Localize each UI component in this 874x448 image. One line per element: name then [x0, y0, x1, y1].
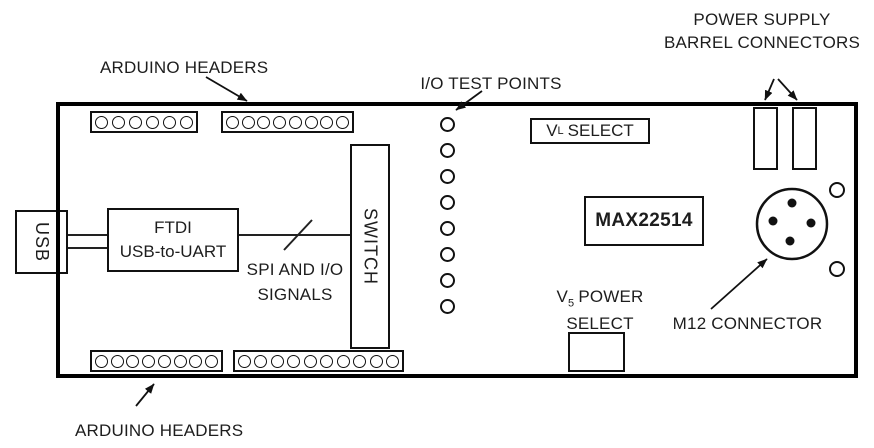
usb-ftdi-wire-bottom	[68, 247, 107, 249]
pin-circle	[241, 115, 255, 129]
spi-bus-wire	[239, 234, 350, 236]
pin-circle	[440, 117, 455, 132]
pin-circle	[110, 354, 124, 368]
pin-circle	[385, 354, 399, 368]
pin-circle	[440, 169, 455, 184]
pin-circle	[440, 299, 455, 314]
pin-circle	[157, 354, 171, 368]
ftdi-line2: USB-to-UART	[119, 242, 227, 261]
pin-circle	[369, 354, 383, 368]
arrow-barrel-left-icon	[764, 78, 775, 101]
mounting-hole-bottom	[829, 261, 845, 277]
m12-pin	[787, 198, 797, 208]
arduino-header-bottom-left	[90, 350, 223, 372]
arrow-barrel-right-icon	[777, 78, 798, 101]
spi-signals-label: SPI AND I/O SIGNALS	[246, 260, 344, 304]
pin-circle	[204, 354, 218, 368]
pin-circle	[257, 115, 271, 129]
pin-circle	[146, 115, 159, 129]
pin-circle	[440, 273, 455, 288]
ftdi-block: FTDI USB-to-UART	[107, 208, 239, 272]
pin-circle	[353, 354, 367, 368]
pin-circle	[95, 115, 108, 129]
usb-label: USB	[32, 221, 52, 262]
power-supply-label: POWER SUPPLY BARREL CONNECTORS	[663, 10, 861, 52]
pin-circle	[440, 221, 455, 236]
pin-circle	[189, 354, 203, 368]
part-number: MAX22514	[595, 210, 693, 231]
m12-pin	[768, 216, 778, 226]
arduino-header-bottom-right	[233, 350, 404, 372]
m12-pin	[806, 218, 816, 228]
pin-circle	[273, 115, 287, 129]
mounting-hole-top	[829, 182, 845, 198]
pin-circle	[320, 354, 334, 368]
m12-connector-circle	[755, 187, 829, 261]
pin-circle	[226, 115, 239, 129]
pin-circle	[303, 354, 317, 368]
pin-circle	[254, 354, 268, 368]
switch-block: SWITCH	[350, 144, 390, 349]
io-test-points-label: I/O TEST POINTS	[420, 74, 562, 93]
pin-circle	[238, 354, 251, 368]
pin-circle	[440, 247, 455, 262]
arduino-headers-bottom-label: ARDUINO HEADERS	[75, 421, 244, 440]
arduino-header-top-left	[90, 111, 198, 133]
pin-circle	[440, 195, 455, 210]
m12-connector-label: M12 CONNECTOR	[672, 314, 823, 333]
pin-circle	[335, 115, 349, 129]
m12-pin	[785, 236, 795, 246]
max22514-block: MAX22514	[584, 196, 704, 246]
pin-circle	[304, 115, 318, 129]
pin-circle	[95, 354, 108, 368]
pin-circle	[129, 115, 142, 129]
arrow-arduino-top-icon	[205, 76, 248, 102]
v5-power-select-box	[568, 332, 625, 372]
usb-connector-block: USB	[15, 210, 68, 274]
pin-circle	[320, 115, 334, 129]
pin-circle	[180, 115, 193, 129]
arduino-headers-top-label: ARDUINO HEADERS	[100, 58, 269, 77]
pin-circle	[112, 115, 125, 129]
barrel-connector-left	[753, 107, 778, 170]
pin-circle	[173, 354, 187, 368]
pin-circle	[142, 354, 156, 368]
pin-circle	[336, 354, 350, 368]
switch-label: SWITCH	[360, 208, 381, 285]
pin-circle	[163, 115, 176, 129]
pin-circle	[270, 354, 284, 368]
io-test-points	[440, 117, 455, 325]
pin-circle	[287, 354, 301, 368]
arrow-arduino-bottom-icon	[135, 383, 155, 407]
barrel-connector-right	[792, 107, 817, 170]
pin-circle	[126, 354, 140, 368]
ftdi-line1: FTDI	[154, 218, 192, 237]
pin-circle	[288, 115, 302, 129]
usb-ftdi-wire-top	[68, 234, 107, 236]
arrow-m12-icon	[710, 258, 768, 310]
arduino-header-top-right	[221, 111, 354, 133]
pin-circle	[440, 143, 455, 158]
